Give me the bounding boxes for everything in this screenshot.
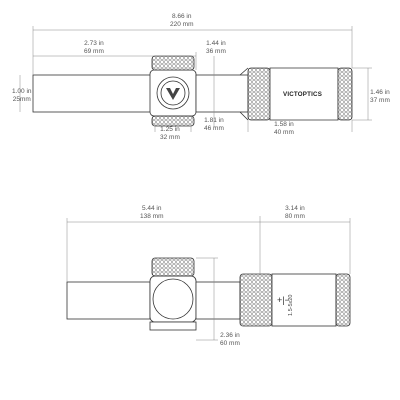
top-dimension-lines: [19, 26, 372, 132]
brand-label: VICTOPTICS: [283, 91, 323, 98]
objective-knurl: [337, 67, 353, 121]
diopter-marks: +|−: [277, 295, 290, 305]
scope-side-view: [66, 257, 351, 331]
turret-knurl-bottom: [151, 115, 195, 127]
ocular-tube: [32, 74, 152, 113]
scope-top-view: [32, 55, 353, 127]
side-eyepiece-knurl: [335, 273, 351, 327]
mag-ring-knurl: [247, 67, 271, 121]
objective-bell: [269, 67, 339, 121]
side-eyepiece-body: [271, 273, 337, 327]
side-dimension-lines: [66, 216, 351, 341]
side-dial: [152, 278, 194, 320]
center-tube: [195, 74, 249, 113]
brand-logo-icon: [166, 88, 180, 100]
turret-knurl-top: [151, 55, 195, 71]
side-center-tube: [195, 281, 241, 320]
turret-bottom-scale: [149, 321, 197, 331]
side-mag-ring-knurl: [239, 273, 273, 327]
elevation-turret-knurl: [151, 257, 195, 277]
side-ocular-tube: [66, 281, 151, 320]
